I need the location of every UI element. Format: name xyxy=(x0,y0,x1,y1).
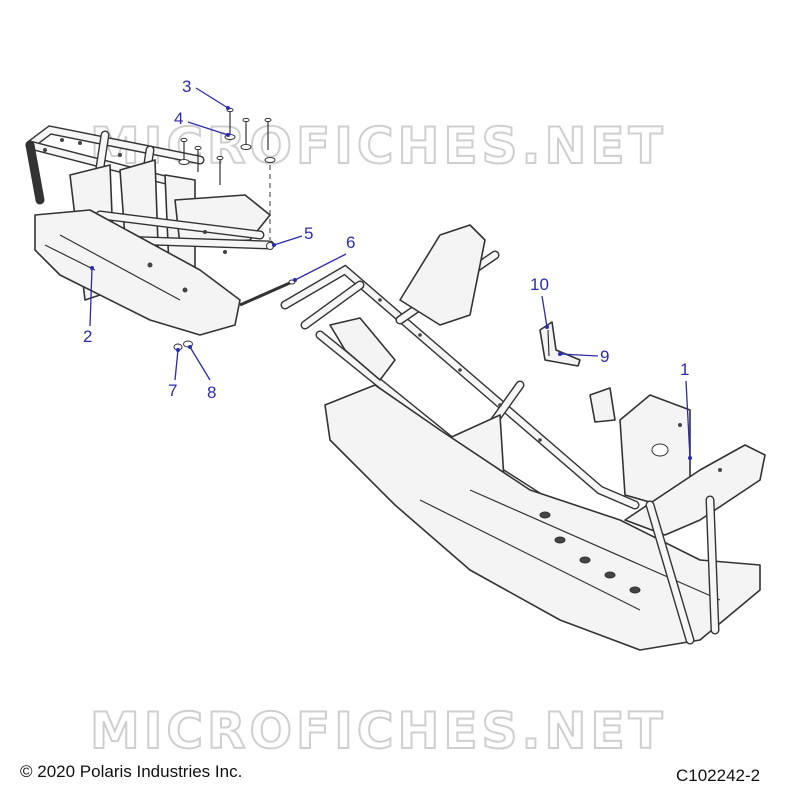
callout-10: 10 xyxy=(530,275,549,294)
main-frame xyxy=(280,224,766,651)
figure-id: C102242-2 xyxy=(676,766,761,785)
copyright-notice: © 2020 Polaris Industries Inc. xyxy=(20,762,243,781)
callouts: 1 2 3 4 5 6 7 8 9 10 xyxy=(83,77,692,460)
callout-3: 3 xyxy=(182,77,191,96)
watermark-top: MICROFICHES.NET xyxy=(90,117,667,175)
callout-9: 9 xyxy=(600,347,609,366)
callout-7: 7 xyxy=(168,381,177,400)
callout-8: 8 xyxy=(207,383,216,402)
bracket-9-10 xyxy=(539,321,581,367)
callout-5: 5 xyxy=(304,224,313,243)
watermark-bottom: MICROFICHES.NET xyxy=(90,702,667,760)
rear-subframe xyxy=(25,125,275,336)
callout-4: 4 xyxy=(174,109,183,128)
callout-1: 1 xyxy=(680,360,689,379)
callout-6: 6 xyxy=(346,233,355,252)
callout-2: 2 xyxy=(83,327,92,346)
